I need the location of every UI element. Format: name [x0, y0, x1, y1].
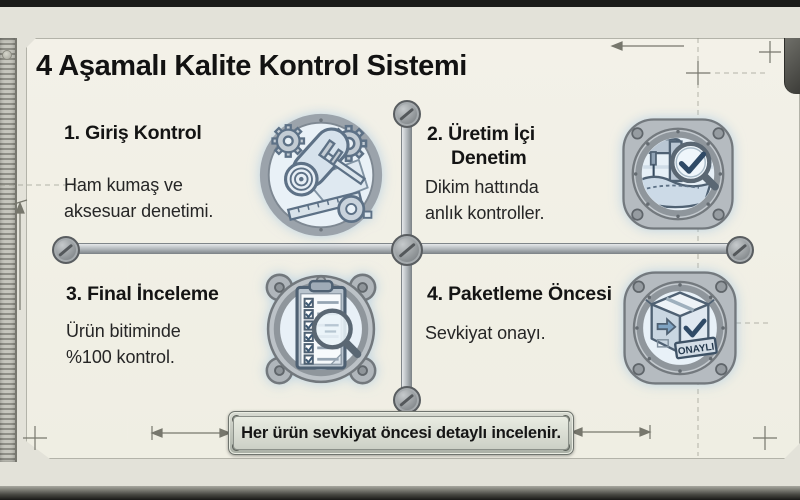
quadrant1-body: Ham kumaş ve aksesuar denetimi. — [64, 175, 214, 221]
caliper-icon — [317, 138, 367, 186]
quadrant2-heading: 2. Üretim İçi Denetim — [427, 123, 535, 170]
sewing-machine-inspection-icon — [622, 118, 734, 230]
screw-icon-bottom — [393, 386, 421, 414]
corner-clip — [784, 38, 800, 94]
checklist-magnifier-icon — [265, 273, 377, 385]
quadrant1-heading: 1. Giriş Kontrol — [64, 122, 202, 144]
bottom-dark-band — [0, 486, 800, 500]
banner-plate-inner: Her ürün sevkiyat öncesi detaylı incelen… — [233, 416, 569, 450]
banner-plate: Her ürün sevkiyat öncesi detaylı incelen… — [228, 411, 574, 455]
tape-measure-icon — [337, 195, 373, 224]
magnifier-check-icon — [669, 141, 719, 191]
approved-package-icon: ONAYLI — [623, 271, 737, 385]
fabric-roll-measuring-icon — [259, 113, 383, 237]
quadrant3-body: Ürün bitiminde %100 kontrol. — [66, 321, 181, 367]
screw-icon-left — [52, 236, 80, 264]
screw-icon-top — [393, 100, 421, 128]
onayli-stamp-text: ONAYLI — [677, 342, 715, 358]
quadrant2-body: Dikim hattında anlık kontroller. — [425, 177, 545, 223]
top-dark-band — [0, 0, 800, 7]
arrow-symbol — [656, 317, 677, 336]
screw-icon-center — [391, 234, 423, 266]
magnifier-icon — [311, 308, 362, 358]
quadrant4-body: Sevkiyat onayı. — [425, 323, 546, 343]
page-title: 4 Aşamalı Kalite Kontrol Sistemi — [36, 50, 467, 82]
gear-icon — [271, 124, 306, 158]
banner-text: Her ürün sevkiyat öncesi detaylı incelen… — [241, 423, 561, 442]
screw-icon-right — [726, 236, 754, 264]
quadrant4-heading: 4. Paketleme Öncesi — [427, 283, 612, 305]
ruler-edge-strip — [0, 38, 17, 462]
onayli-stamp: ONAYLI — [674, 336, 718, 360]
quadrant3-heading: 3. Final İnceleme — [66, 283, 219, 305]
check-mark — [683, 318, 707, 338]
small-screw-icon — [2, 50, 12, 60]
